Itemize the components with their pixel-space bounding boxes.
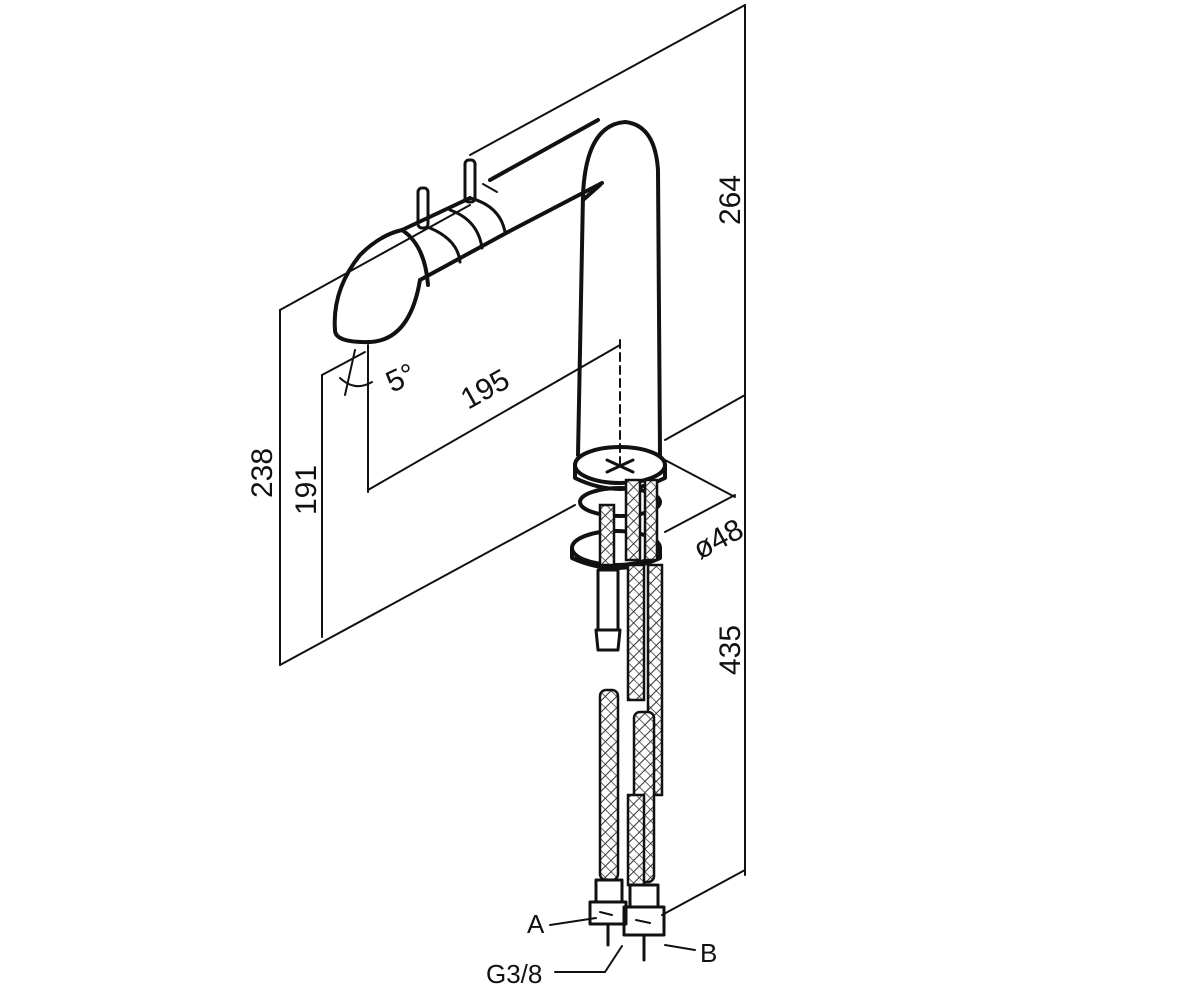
label-g38: G3/8 [486, 959, 542, 989]
dim-264-text: 264 [714, 175, 747, 225]
fitting-a-nut [594, 878, 624, 904]
column-outline [576, 120, 662, 457]
dim-195-text: 195 [455, 363, 515, 416]
spout-top-edge [488, 118, 600, 182]
mounting-base [570, 445, 667, 652]
mounting-rod [596, 568, 620, 632]
label-b: B [700, 938, 717, 968]
threaded-rod [598, 503, 616, 567]
lever-pin-right [463, 158, 477, 204]
hose-a-lower [598, 688, 620, 882]
dim-48-text: ø48 [688, 513, 749, 566]
dim-238-text: 238 [246, 448, 279, 498]
spout-head [332, 228, 422, 345]
label-a: A [527, 909, 545, 939]
faucet-body [332, 118, 662, 471]
washer-top [578, 486, 662, 518]
rod-nut [594, 628, 622, 652]
leader-b [664, 944, 696, 951]
handle-ring-2 [448, 208, 484, 250]
dim-48-line [664, 494, 736, 533]
tilt-angle-arc [339, 377, 373, 388]
dim-191-text: 191 [290, 465, 323, 515]
dim-435-text: 435 [714, 625, 747, 675]
dim-195-line [367, 344, 621, 491]
hose-a-upper [626, 563, 646, 702]
hose-fittings [588, 878, 666, 962]
leader-a [549, 917, 597, 926]
lever-pin-left [416, 186, 430, 230]
tilt-angle-text: 5° [381, 357, 421, 399]
dimension-lines [279, 4, 746, 973]
supply-hoses [598, 563, 664, 887]
handle-ring-1 [428, 226, 462, 264]
fitting-b-nut [628, 883, 660, 909]
spout-upper-edge [506, 181, 604, 234]
